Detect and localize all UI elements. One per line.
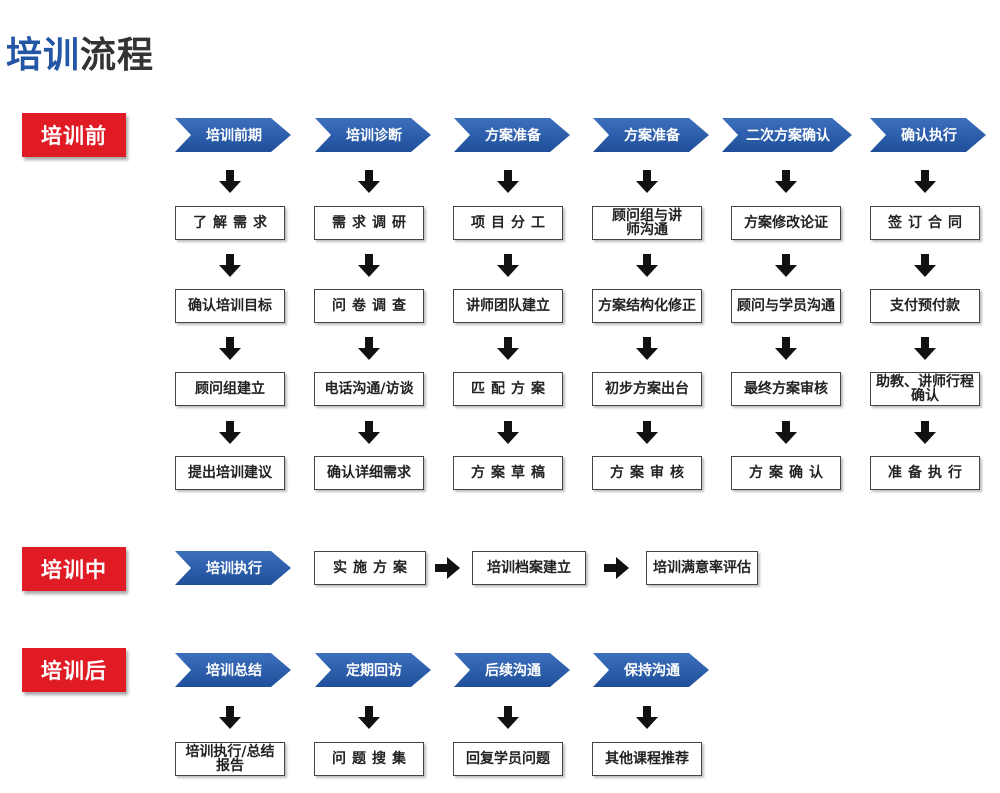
phase-during-label: 培训中 <box>22 547 126 591</box>
process-box: 签订合同 <box>870 206 980 240</box>
step-label: 培训前期 <box>206 128 262 144</box>
process-box: 匹配方案 <box>453 372 563 406</box>
down-arrow-icon <box>636 170 658 193</box>
process-box: 需求调研 <box>314 206 424 240</box>
step-label: 二次方案确认 <box>746 128 830 144</box>
step-chevron: 培训诊断 <box>315 118 431 152</box>
process-box: 培训满意率评估 <box>646 551 758 585</box>
process-box: 问题搜集 <box>314 742 424 776</box>
step-chevron: 方案准备 <box>593 118 709 152</box>
process-box: 顾问与学员沟通 <box>731 289 841 323</box>
phase-before-label: 培训前 <box>22 113 126 157</box>
down-arrow-icon <box>358 254 380 277</box>
process-box: 初步方案出台 <box>592 372 702 406</box>
down-arrow-icon <box>775 170 797 193</box>
step-chevron: 确认执行 <box>870 118 986 152</box>
process-box: 了解需求 <box>175 206 285 240</box>
down-arrow-icon <box>914 337 936 360</box>
process-box: 方案结构化修正 <box>592 289 702 323</box>
down-arrow-icon <box>358 170 380 193</box>
step-chevron: 方案准备 <box>454 118 570 152</box>
process-box: 顾问组与讲师沟通 <box>592 206 702 240</box>
process-box: 其他课程推荐 <box>592 742 702 776</box>
process-box: 问卷调查 <box>314 289 424 323</box>
step-label: 确认执行 <box>901 128 957 144</box>
step-label: 培训执行 <box>206 561 262 577</box>
down-arrow-icon <box>358 421 380 444</box>
down-arrow-icon <box>219 706 241 729</box>
process-box: 电话沟通/访谈 <box>314 372 424 406</box>
process-box: 实施方案 <box>314 551 426 585</box>
down-arrow-icon <box>914 170 936 193</box>
down-arrow-icon <box>497 254 519 277</box>
step-chevron: 培训前期 <box>175 118 291 152</box>
process-box: 培训执行/总结报告 <box>175 742 285 776</box>
step-chevron: 保持沟通 <box>593 653 709 687</box>
step-label: 方案准备 <box>485 128 541 144</box>
down-arrow-icon <box>497 337 519 360</box>
process-box: 确认培训目标 <box>175 289 285 323</box>
down-arrow-icon <box>636 706 658 729</box>
down-arrow-icon <box>219 421 241 444</box>
down-arrow-icon <box>914 421 936 444</box>
step-chevron: 培训总结 <box>175 653 291 687</box>
down-arrow-icon <box>219 337 241 360</box>
title-part-2: 流程 <box>80 35 155 76</box>
process-box: 支付预付款 <box>870 289 980 323</box>
process-box: 方案草稿 <box>453 456 563 490</box>
process-box: 最终方案审核 <box>731 372 841 406</box>
down-arrow-icon <box>914 254 936 277</box>
step-label: 后续沟通 <box>485 663 541 679</box>
right-arrow-icon <box>604 557 629 579</box>
process-box: 项目分工 <box>453 206 563 240</box>
step-label: 定期回访 <box>346 663 402 679</box>
down-arrow-icon <box>775 254 797 277</box>
down-arrow-icon <box>358 337 380 360</box>
process-box: 培训档案建立 <box>472 551 586 585</box>
right-arrow-icon <box>435 557 460 579</box>
step-chevron: 后续沟通 <box>454 653 570 687</box>
title-part-1: 培训 <box>6 35 81 76</box>
step-label: 培训诊断 <box>346 128 402 144</box>
down-arrow-icon <box>358 706 380 729</box>
down-arrow-icon <box>775 421 797 444</box>
page-title: 培训流程 <box>6 26 154 78</box>
step-label: 保持沟通 <box>624 663 680 679</box>
process-box: 顾问组建立 <box>175 372 285 406</box>
process-box: 提出培训建议 <box>175 456 285 490</box>
process-box: 方案审核 <box>592 456 702 490</box>
down-arrow-icon <box>775 337 797 360</box>
process-box: 讲师团队建立 <box>453 289 563 323</box>
step-chevron: 定期回访 <box>315 653 431 687</box>
down-arrow-icon <box>636 421 658 444</box>
down-arrow-icon <box>636 337 658 360</box>
down-arrow-icon <box>219 170 241 193</box>
step-label: 培训总结 <box>206 663 262 679</box>
down-arrow-icon <box>497 170 519 193</box>
process-box: 确认详细需求 <box>314 456 424 490</box>
down-arrow-icon <box>497 421 519 444</box>
down-arrow-icon <box>497 706 519 729</box>
process-box: 准备执行 <box>870 456 980 490</box>
down-arrow-icon <box>636 254 658 277</box>
phase-after-label: 培训后 <box>22 648 126 692</box>
step-label: 方案准备 <box>624 128 680 144</box>
step-chevron: 二次方案确认 <box>722 118 852 152</box>
process-box: 方案修改论证 <box>731 206 841 240</box>
process-box: 回复学员问题 <box>453 742 563 776</box>
process-box: 助教、讲师行程确认 <box>870 372 980 406</box>
process-box: 方案确认 <box>731 456 841 490</box>
down-arrow-icon <box>219 254 241 277</box>
step-chevron: 培训执行 <box>175 551 291 585</box>
